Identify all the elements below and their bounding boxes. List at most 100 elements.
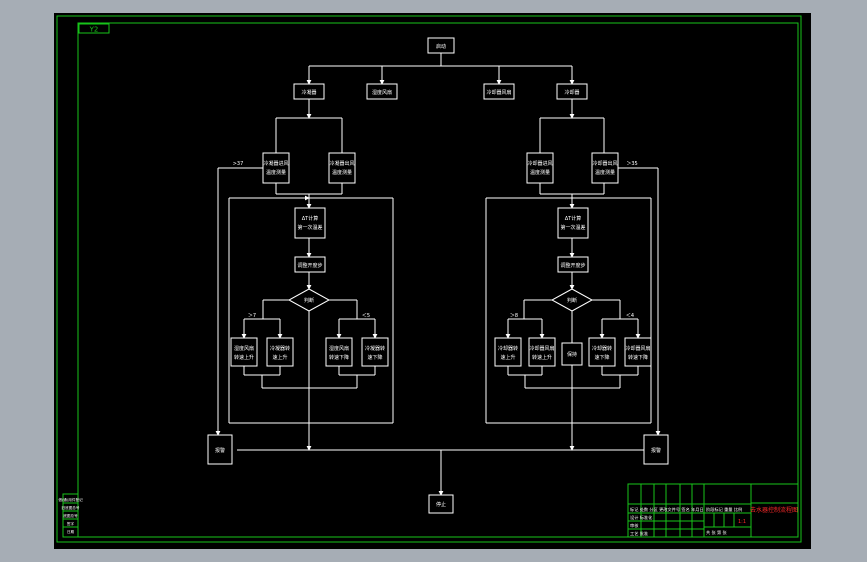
label-left-out1: 湿度风扇转速上升 — [234, 345, 254, 361]
scale-mark: 1:1 — [738, 519, 746, 525]
sheet-row: 共 张 第 张 — [706, 529, 728, 536]
label-left-check2-l1: 冷凝器出风 — [329, 160, 354, 167]
label-right-calc: ΔT计算第一次温差 — [560, 215, 585, 231]
label-right-out5-l2: 转速下降 — [628, 354, 648, 361]
label-right-out1: 冷却器转速上升 — [498, 345, 518, 361]
label-left-out4-l1: 冷凝器转 — [365, 345, 385, 352]
label-left-out2-l1: 冷凝器转 — [270, 345, 290, 352]
label-left-decision: 判断 — [304, 297, 314, 304]
label-left-threshold: >37 — [233, 161, 244, 167]
label-left-adjust: 调整开度步 — [297, 262, 322, 269]
label-left-out3: 湿度风扇转速下降 — [329, 345, 349, 361]
node-left-calc[interactable] — [294, 207, 326, 239]
label-right-check1: 冷却器进风温度测量 — [527, 160, 552, 176]
drawing-canvas: Y2 借(通)用件登记 旧底图总号 底图总号 签字 日期 — [56, 15, 802, 543]
label-right-decision: 判断 — [567, 297, 577, 304]
title-row-1: 标记 处数 分区 更改文件号 签名 年月日 — [630, 506, 704, 513]
node-left-check1[interactable] — [262, 152, 290, 184]
node-branch-4[interactable] — [556, 83, 588, 100]
title-row-4: 工艺 批准 — [630, 530, 648, 537]
node-left-out1[interactable] — [230, 337, 258, 367]
node-right-out2[interactable] — [528, 337, 556, 367]
node-left-check2[interactable] — [328, 152, 356, 184]
label-right-check2-l2: 温度测量 — [595, 169, 615, 176]
label-right-out5: 冷却器风扇转速下降 — [625, 345, 650, 361]
node-right-out5[interactable] — [624, 337, 652, 367]
label-right-out2-l1: 冷却器风扇 — [529, 345, 554, 352]
node-right-out4[interactable] — [588, 337, 616, 367]
node-left-decision[interactable] — [287, 288, 331, 312]
title-row-2: 设计 标准化 — [630, 514, 653, 521]
label-right-out4-l2: 速下降 — [594, 354, 609, 361]
label-branch-4: 冷却器 — [564, 89, 579, 96]
label-left-alarm: 报警 — [215, 447, 225, 454]
label-left-check1-l1: 冷凝器进风 — [263, 160, 288, 167]
side-strip-4: 签字 — [67, 521, 75, 526]
flow-nodes — [207, 37, 669, 514]
node-left-adjust[interactable] — [294, 256, 326, 273]
node-labels: 启动 冷凝器 湿度风扇 冷却器风扇 冷却器 冷凝器进风温度测量 冷凝器出风温度测… — [215, 43, 661, 508]
node-left-alarm[interactable] — [207, 434, 233, 465]
drawing-title: 去水器控制流程图 — [750, 506, 798, 514]
label-branch-2: 湿度风扇 — [372, 89, 392, 96]
node-right-calc[interactable] — [557, 207, 589, 239]
node-right-decision[interactable] — [550, 288, 594, 312]
label-right-out1-l1: 冷却器转 — [498, 345, 518, 352]
label-right-threshold: ＞35 — [626, 161, 637, 167]
side-strip-1: 借(通)用件登记 — [58, 497, 83, 502]
node-left-out3[interactable] — [325, 337, 353, 367]
node-start[interactable] — [427, 37, 455, 54]
label-left-check1-l2: 温度测量 — [266, 169, 286, 176]
label-left-lt: ＜5 — [362, 313, 370, 319]
node-right-check1[interactable] — [526, 152, 554, 184]
side-strip-5: 日期 — [67, 529, 75, 534]
node-right-out3[interactable] — [561, 342, 583, 366]
label-branch-1: 冷凝器 — [301, 89, 316, 96]
node-right-check2[interactable] — [591, 152, 619, 184]
title-block: 标记 处数 分区 更改文件号 签名 年月日 设计 标准化 审核 工艺 批准 阶段… — [627, 483, 799, 538]
node-right-out1[interactable] — [494, 337, 522, 367]
label-right-alarm: 报警 — [651, 447, 661, 454]
side-strip-2: 旧底图总号 — [62, 505, 80, 510]
node-right-alarm[interactable] — [643, 434, 669, 465]
label-left-out4-l2: 速下降 — [367, 354, 382, 361]
label-right-gt: ＞8 — [510, 313, 518, 319]
node-right-adjust[interactable] — [557, 256, 589, 273]
label-right-calc-l2: 第一次温差 — [560, 224, 585, 231]
cad-viewport[interactable]: Y2 借(通)用件登记 旧底图总号 底图总号 签字 日期 — [54, 13, 811, 549]
node-branch-2[interactable] — [366, 83, 398, 100]
label-left-check2: 冷凝器出风温度测量 — [329, 160, 354, 176]
node-branch-1[interactable] — [293, 83, 325, 100]
label-left-gt: ＞7 — [248, 313, 256, 319]
label-right-calc-l1: ΔT计算 — [565, 215, 581, 222]
label-left-check1: 冷凝器进风温度测量 — [263, 160, 288, 176]
node-left-out4[interactable] — [361, 337, 389, 367]
title-row-3: 审核 — [630, 522, 639, 529]
sheet-frame — [56, 15, 802, 543]
label-left-out2-l2: 速上升 — [272, 354, 287, 361]
label-left-out1-l2: 转速上升 — [234, 354, 254, 361]
label-right-out4-l1: 冷却器转 — [592, 345, 612, 352]
label-left-out3-l2: 转速下降 — [329, 354, 349, 361]
label-left-out3-l1: 湿度风扇 — [329, 345, 349, 352]
label-left-out1-l1: 湿度风扇 — [234, 345, 254, 352]
label-right-lt: ＜4 — [626, 313, 634, 319]
label-right-out2: 冷却器风扇转速上升 — [529, 345, 554, 361]
label-branch-3: 冷却器风扇 — [486, 89, 511, 96]
label-stop: 停止 — [436, 501, 446, 508]
label-left-out2: 冷凝器转速上升 — [270, 345, 290, 361]
label-right-out3: 保持 — [567, 351, 577, 358]
corner-tag: Y2 — [78, 23, 110, 34]
corner-label: Y2 — [89, 26, 99, 34]
label-left-calc: ΔT计算第一次温差 — [297, 215, 322, 231]
label-right-check1-l2: 温度测量 — [530, 169, 550, 176]
label-right-out5-l1: 冷却器风扇 — [625, 345, 650, 352]
label-left-calc-l2: 第一次温差 — [297, 224, 322, 231]
label-start: 启动 — [436, 43, 446, 50]
node-left-out2[interactable] — [266, 337, 294, 367]
node-stop[interactable] — [428, 494, 454, 514]
label-right-check2: 冷却器出风温度测量 — [592, 160, 617, 176]
label-right-check2-l1: 冷却器出风 — [592, 160, 617, 167]
node-branch-3[interactable] — [483, 83, 515, 100]
label-right-out2-l2: 转速上升 — [532, 354, 552, 361]
